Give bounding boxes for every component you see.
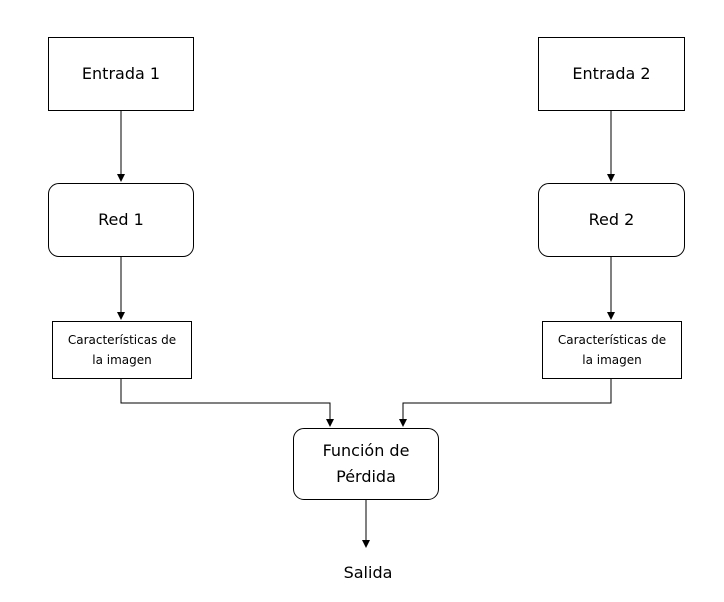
input-2-box: Entrada 2 — [538, 37, 685, 111]
image-features-1-box: Características de la imagen — [52, 321, 192, 379]
input-1-box: Entrada 1 — [48, 37, 194, 111]
image-features-2-label: Características de la imagen — [557, 333, 667, 367]
output-label: Salida — [343, 563, 393, 582]
input-1-label: Entrada 1 — [81, 64, 161, 83]
image-features-2-box: Características de la imagen — [542, 321, 682, 379]
arrow-features1-to-loss — [120, 379, 334, 427]
arrow-features2-to-loss — [399, 379, 612, 427]
network-1-label: Red 1 — [98, 210, 144, 229]
network-2-box: Red 2 — [538, 183, 685, 257]
input-2-label: Entrada 2 — [572, 64, 651, 83]
network-2-label: Red 2 — [588, 210, 635, 229]
image-features-1-label: Características de la imagen — [67, 333, 177, 367]
loss-function-box: Función de Pérdida — [293, 428, 439, 500]
network-1-box: Red 1 — [48, 183, 194, 257]
loss-function-label: Función de Pérdida — [322, 441, 410, 486]
